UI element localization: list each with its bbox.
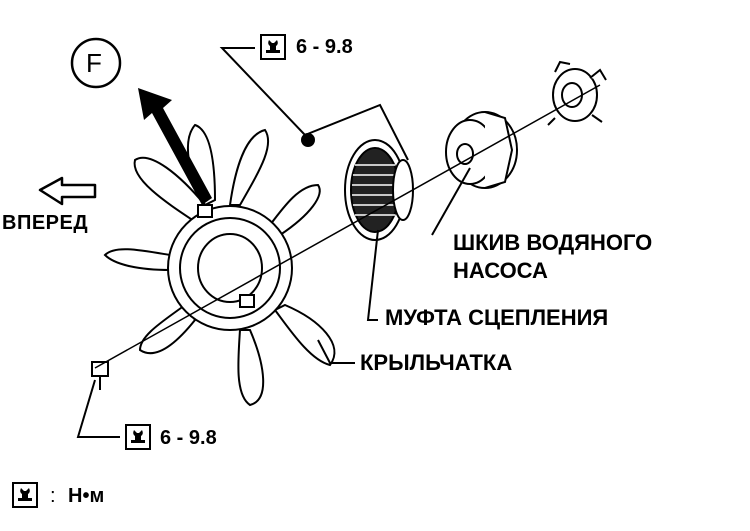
water-pump-pulley-label-line2: НАСОСА bbox=[453, 258, 548, 283]
fan-blades bbox=[103, 123, 336, 407]
fan-blade bbox=[273, 303, 336, 367]
assembly-axis bbox=[94, 84, 601, 369]
fan-blade bbox=[133, 156, 207, 227]
fan-blade bbox=[138, 303, 197, 355]
torque-value-top: 6 - 9.8 bbox=[296, 36, 353, 58]
water-pump bbox=[547, 60, 607, 126]
torque-wrench-icon bbox=[125, 424, 151, 450]
fan-hub bbox=[167, 204, 293, 331]
forward-arrow-icon bbox=[38, 176, 97, 206]
front-marker-circle bbox=[70, 37, 122, 89]
fan-blade-label: КРЫЛЬЧАТКА bbox=[360, 350, 513, 375]
torque-value-bottom: 6 - 9.8 bbox=[160, 427, 217, 449]
fan-blade bbox=[103, 248, 171, 272]
legend-separator: : bbox=[50, 485, 56, 507]
forward-label: ВПЕРЕД bbox=[2, 212, 89, 234]
front-direction-arrow-icon bbox=[138, 88, 212, 205]
fan-clutch-label: МУФТА СЦЕПЛЕНИЯ bbox=[385, 305, 609, 330]
legend-unit: Н•м bbox=[68, 485, 105, 507]
front-marker: F bbox=[86, 48, 102, 78]
fan-blade bbox=[228, 128, 270, 206]
fan-blade bbox=[237, 329, 265, 407]
fan-blade bbox=[268, 183, 321, 237]
bolt bbox=[91, 361, 109, 390]
nut bbox=[301, 133, 315, 147]
torque-wrench-icon bbox=[260, 34, 286, 60]
water-pump-pulley-label-line1: ШКИВ ВОДЯНОГО bbox=[453, 230, 653, 255]
leader-lines bbox=[76, 47, 471, 438]
torque-wrench-icon bbox=[12, 482, 38, 508]
water-pump-pulley bbox=[445, 111, 518, 189]
fan-clutch bbox=[344, 139, 414, 241]
